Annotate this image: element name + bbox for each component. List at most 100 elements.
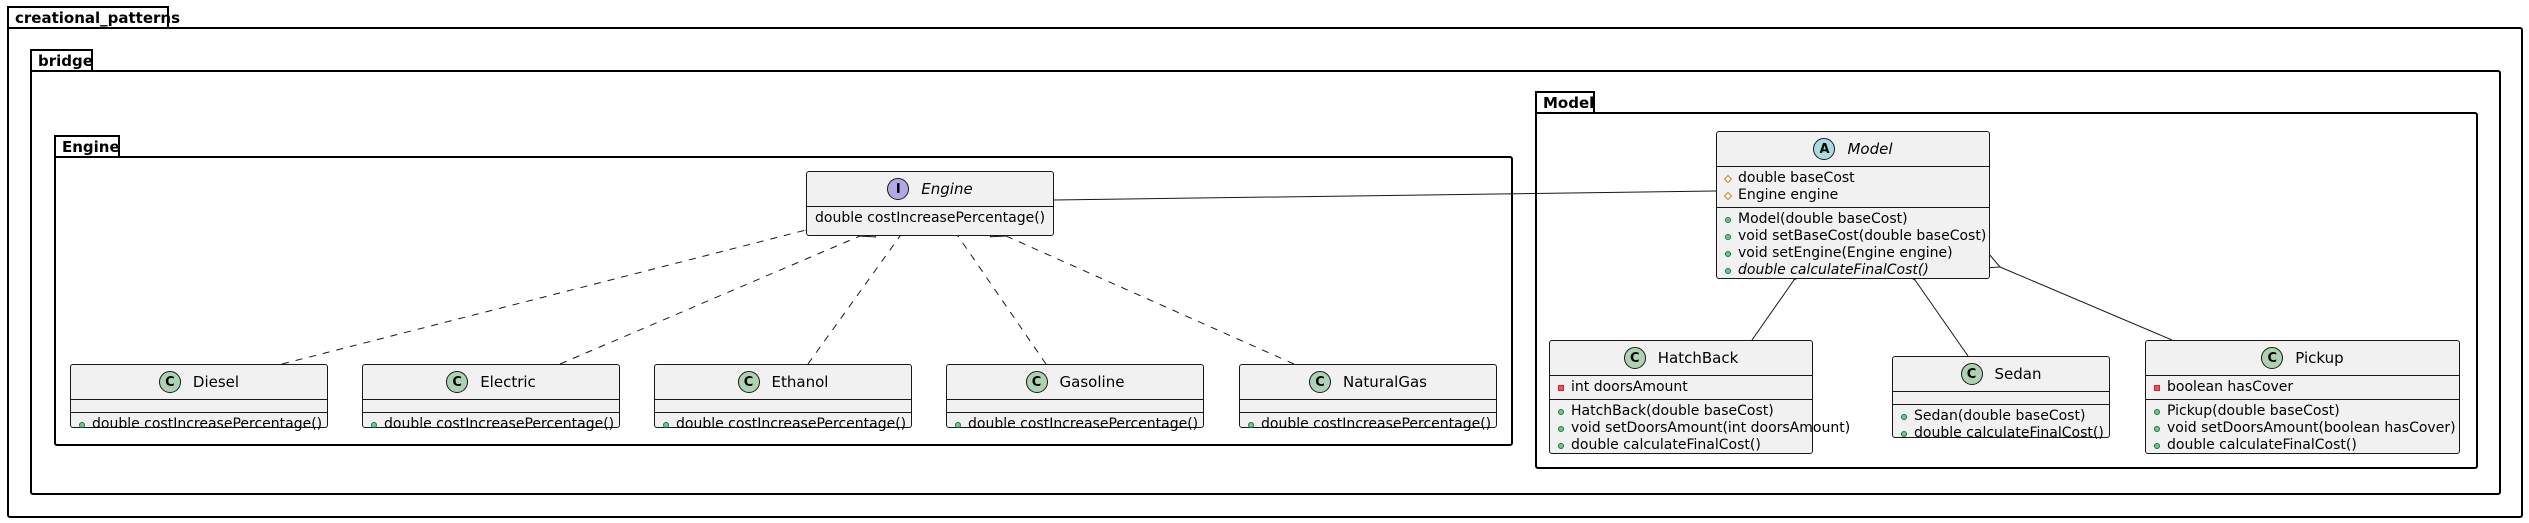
class-diesel[interactable]: C Diesel double costIncreasePercentage()	[70, 364, 328, 432]
public-icon	[2154, 425, 2160, 432]
public-icon	[371, 421, 377, 428]
method: double costIncreasePercentage()	[815, 210, 1046, 226]
realization-naturalgas	[1006, 236, 1295, 365]
method: void setDoorsAmount(boolean hasCover)	[2154, 420, 2456, 437]
public-icon	[1901, 430, 1907, 437]
methods-section: Sedan(double baseCost) double calculateF…	[1893, 405, 2109, 445]
protected-icon	[1723, 191, 1733, 200]
class-icon: C	[1309, 371, 1332, 393]
class-name: Gasoline	[1059, 373, 1125, 391]
methods-section: double costIncreasePercentage()	[807, 207, 1053, 230]
class-ethanol[interactable]: C Ethanol double costIncreasePercentage(…	[654, 364, 912, 432]
class-name: Model	[1847, 140, 1893, 158]
class-engine[interactable]: I Engine double costIncreasePercentage()	[806, 171, 1054, 236]
class-gasoline[interactable]: C Gasoline double costIncreasePercentage…	[946, 364, 1204, 432]
method: void setBaseCost(double baseCost)	[1725, 228, 1986, 245]
field: boolean hasCover	[2154, 379, 2451, 396]
protected-icon	[1723, 174, 1733, 183]
public-icon	[79, 421, 85, 428]
class-pickup[interactable]: C Pickup boolean hasCover Pickup(double …	[2145, 340, 2460, 454]
class-name: Ethanol	[771, 373, 829, 391]
method: void setDoorsAmount(int doorsAmount)	[1558, 420, 1850, 437]
method: HatchBack(double baseCost)	[1558, 403, 1804, 420]
private-icon	[1558, 384, 1564, 391]
package-model	[1535, 112, 2478, 469]
class-name: Sedan	[1994, 365, 2042, 383]
interface-icon: I	[887, 178, 910, 200]
class-naturalgas[interactable]: C NaturalGas double costIncreasePercenta…	[1239, 364, 1497, 432]
public-icon	[955, 421, 961, 428]
methods-section: double costIncreasePercentage()	[1240, 413, 1496, 436]
fields-section	[363, 400, 619, 413]
class-name: HatchBack	[1657, 349, 1739, 367]
public-icon	[1248, 421, 1254, 428]
class-name: Pickup	[2295, 349, 2344, 367]
class-icon: C	[446, 371, 469, 393]
class-name: Engine	[921, 180, 973, 198]
methods-section: Model(double baseCost) void setBaseCost(…	[1717, 208, 1989, 282]
methods-section: double costIncreasePercentage()	[947, 413, 1203, 436]
class-model[interactable]: A Model double baseCost Engine engine Mo…	[1716, 131, 1990, 279]
class-icon: C	[737, 371, 760, 393]
method: double costIncreasePercentage()	[371, 416, 614, 433]
methods-section: double costIncreasePercentage()	[363, 413, 619, 436]
method: double costIncreasePercentage()	[79, 416, 322, 433]
realization-electric	[559, 236, 860, 365]
class-icon: C	[1025, 371, 1048, 393]
fields-section	[71, 400, 327, 413]
method: double costIncreasePercentage()	[1248, 416, 1491, 433]
public-icon	[1558, 442, 1564, 449]
method: Sedan(double baseCost)	[1901, 408, 2101, 425]
public-icon	[1725, 250, 1731, 257]
field: Engine engine	[1723, 187, 1981, 204]
package-bridge	[30, 70, 2501, 495]
public-icon	[663, 421, 669, 428]
class-sedan[interactable]: C Sedan Sedan(double baseCost) double ca…	[1892, 356, 2110, 441]
class-icon: C	[158, 371, 181, 393]
package-tab-engine: Engine	[54, 135, 120, 157]
generalization-hatchback	[1751, 280, 1794, 341]
public-icon	[1558, 425, 1564, 432]
class-electric[interactable]: C Electric double costIncreasePercentage…	[362, 364, 620, 432]
method: double calculateFinalCost()	[1725, 262, 1981, 279]
method: double costIncreasePercentage()	[955, 416, 1198, 433]
method: Pickup(double baseCost)	[2154, 403, 2451, 420]
class-name: Diesel	[192, 373, 240, 391]
method: double calculateFinalCost()	[1558, 437, 1804, 454]
methods-section: double costIncreasePercentage()	[71, 413, 327, 436]
methods-section: double costIncreasePercentage()	[655, 413, 911, 436]
methods-section: HatchBack(double baseCost) void setDoors…	[1550, 400, 1850, 457]
private-icon	[2154, 384, 2160, 391]
class-icon: C	[2261, 347, 2284, 369]
class-icon: C	[1623, 347, 1646, 369]
package-engine	[54, 156, 1513, 446]
realization-diesel	[281, 230, 806, 365]
fields-section	[1893, 392, 2109, 405]
method: Model(double baseCost)	[1725, 211, 1981, 228]
class-name: Electric	[480, 373, 536, 391]
method: double calculateFinalCost()	[1901, 425, 2104, 442]
association-model-engine	[1054, 190, 1717, 200]
field: double baseCost	[1723, 170, 1981, 187]
public-icon	[1725, 267, 1731, 274]
fields-section: int doorsAmount	[1550, 376, 1812, 400]
public-icon	[1725, 216, 1731, 223]
generalization-pickup	[2000, 267, 2173, 341]
fields-section	[1240, 400, 1496, 413]
public-icon	[1558, 408, 1564, 415]
fields-section: double baseCost Engine engine	[1717, 167, 1989, 208]
package-creational-patterns	[7, 27, 2523, 518]
class-hatchback[interactable]: C HatchBack int doorsAmount HatchBack(do…	[1549, 340, 1850, 457]
fields-section: boolean hasCover	[2146, 376, 2459, 400]
generalization-sedan	[1915, 280, 1969, 357]
public-icon	[1725, 233, 1731, 240]
method: double calculateFinalCost()	[2154, 437, 2451, 454]
field: int doorsAmount	[1558, 379, 1804, 396]
class-name: NaturalGas	[1343, 373, 1427, 391]
public-icon	[1901, 413, 1907, 420]
fields-section	[655, 400, 911, 413]
package-tab-model: Model	[1535, 91, 1595, 113]
methods-section: Pickup(double baseCost) void setDoorsAmo…	[2146, 400, 2459, 457]
public-icon	[2154, 408, 2160, 415]
